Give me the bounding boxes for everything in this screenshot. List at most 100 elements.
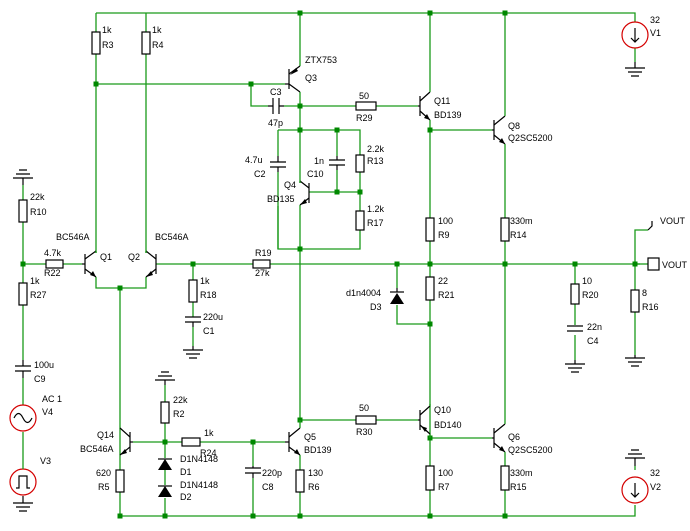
- resistor-r19: [252, 259, 271, 269]
- q14-label: Q14: [97, 430, 114, 440]
- r19-label: R19: [255, 248, 272, 258]
- r4-label: R4: [152, 40, 164, 50]
- r6-label: R6: [308, 482, 320, 492]
- resistor-r30: [355, 415, 377, 425]
- vout-flags: [647, 221, 660, 271]
- v1-label: V1: [650, 28, 661, 38]
- resistor-r18: [188, 279, 198, 303]
- d1-type: D1N4148: [180, 454, 218, 464]
- c4-label: C4: [587, 336, 599, 346]
- resistor-r9: [425, 217, 435, 242]
- c10-value: 1n: [314, 156, 324, 166]
- q5-type: BD139: [304, 445, 332, 455]
- resistor-r29: [355, 101, 377, 111]
- resistor-r16: [630, 289, 640, 313]
- r5-label: R5: [98, 482, 110, 492]
- resistor-r22: [45, 259, 64, 269]
- pulse-source-v3: [9, 468, 37, 496]
- c3-value: 47p: [268, 118, 283, 128]
- r27-value: 1k: [30, 276, 40, 286]
- c9-value: 100u: [34, 360, 54, 370]
- r14-label: R14: [510, 230, 527, 240]
- q8-type: Q2SC5200: [508, 133, 553, 143]
- resistor-r20: [570, 283, 580, 305]
- r24-label: R24: [200, 448, 217, 458]
- resistor-r7: [425, 465, 435, 491]
- r18-label: R18: [200, 290, 217, 300]
- transistor-q1: [82, 250, 97, 278]
- resistor-r3: [91, 31, 101, 55]
- r27-label: R27: [30, 290, 47, 300]
- q3-label: Q3: [305, 73, 317, 83]
- r7-value: 100: [438, 468, 453, 478]
- transistor-q8: [492, 110, 506, 148]
- d3-type: d1n4004: [346, 288, 381, 298]
- r20-value: 10: [582, 276, 592, 286]
- q6-type: Q2SC5200: [508, 445, 553, 455]
- transistors: [82, 65, 506, 456]
- q11-label: Q11: [434, 96, 450, 106]
- v2-value: 32: [650, 468, 660, 478]
- capacitor-c8: [245, 467, 261, 474]
- capacitor-c9: [15, 365, 31, 372]
- q4-label: Q4: [284, 180, 296, 190]
- r2-value: 22k: [173, 395, 188, 405]
- r16-label: R16: [642, 302, 659, 312]
- r30-label: R30: [356, 427, 373, 437]
- ground-symbols: [13, 62, 645, 512]
- vout-label: VOUT: [662, 260, 688, 270]
- r29-value: 50: [359, 91, 369, 101]
- q2-type: BC546A: [155, 232, 189, 242]
- v2-label: V2: [650, 482, 661, 492]
- transistor-q14: [119, 427, 133, 456]
- r22-value: 4.7k: [44, 248, 62, 258]
- r21-label: R21: [438, 290, 455, 300]
- q8-label: Q8: [508, 121, 520, 131]
- c9-label: C9: [34, 374, 46, 384]
- c8-label: C8: [262, 482, 274, 492]
- resistor-r13: [355, 154, 365, 173]
- diodes: [158, 288, 404, 497]
- resistor-r10: [18, 199, 28, 223]
- r5-value: 620: [96, 468, 111, 478]
- resistor-r15: [500, 465, 510, 491]
- q11-type: BD139: [434, 110, 462, 120]
- c1-label: C1: [203, 326, 215, 336]
- resistor-r24: [181, 437, 201, 447]
- r20-label: R20: [582, 290, 599, 300]
- transistor-q11: [418, 88, 431, 126]
- q6-label: Q6: [508, 432, 520, 442]
- transistor-q4: [299, 180, 310, 206]
- v4-label-ac: AC 1: [42, 394, 62, 404]
- r17-value: 1.2k: [367, 204, 385, 214]
- r13-value: 2.2k: [367, 144, 385, 154]
- r9-value: 100: [438, 216, 453, 226]
- q10-type: BD140: [434, 420, 462, 430]
- resistor-r17: [355, 210, 365, 231]
- r7-label: R7: [438, 482, 450, 492]
- q14-type: BC546A: [80, 444, 114, 454]
- q1-label: Q1: [100, 252, 112, 262]
- r3-label: R3: [102, 40, 114, 50]
- c4-value: 22n: [587, 322, 602, 332]
- transistor-q3: [285, 65, 301, 93]
- capacitors: [15, 98, 583, 478]
- c2-value: 4.7u: [245, 155, 263, 165]
- r29-label: R29: [356, 113, 373, 123]
- r15-value: 330m: [510, 468, 533, 478]
- wires: [22, 12, 648, 517]
- resistor-r4: [141, 31, 151, 55]
- v3-label: V3: [40, 456, 51, 466]
- diode-d3: [390, 288, 404, 304]
- resistor-r6: [295, 469, 305, 493]
- d3-label: D3: [370, 302, 382, 312]
- c3-label: C3: [270, 87, 282, 97]
- r13-label: R13: [367, 156, 384, 166]
- c1-value: 220u: [203, 312, 223, 322]
- capacitor-c4: [567, 325, 583, 332]
- d1-label: D1: [180, 467, 192, 477]
- transistor-q6: [492, 420, 506, 455]
- q1-type: BC546A: [56, 232, 90, 242]
- junction-dots: [20, 10, 638, 519]
